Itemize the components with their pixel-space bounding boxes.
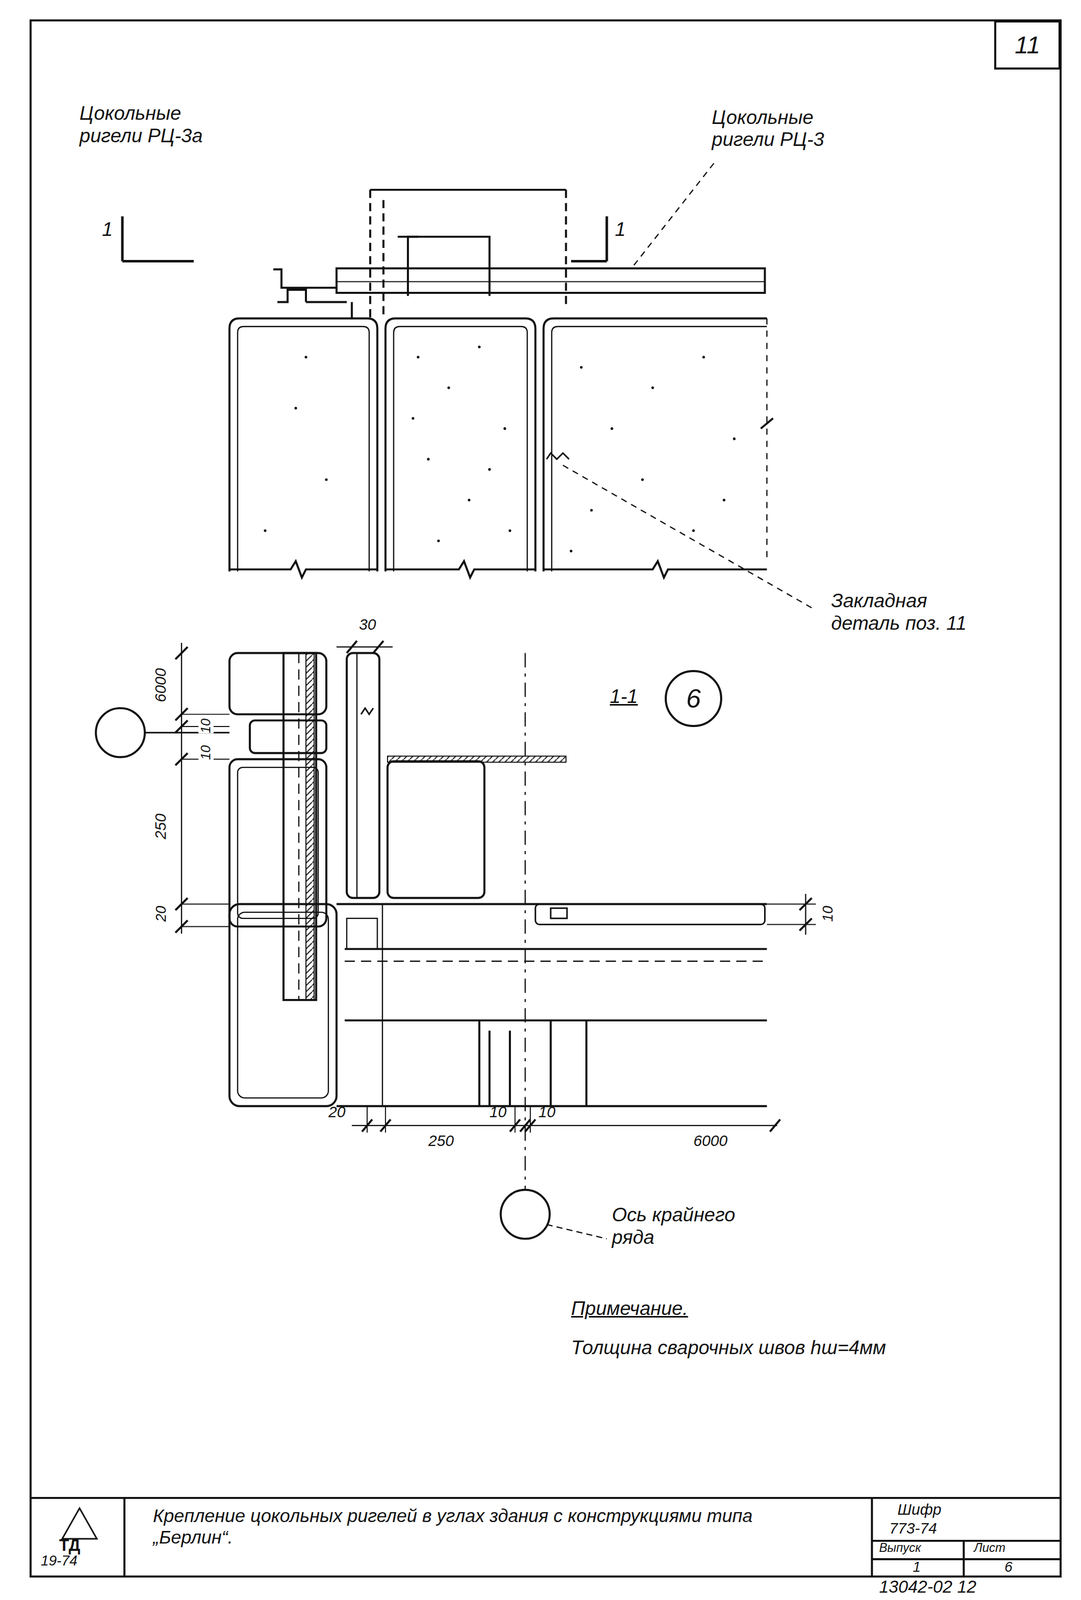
drawing-label: 10 [489, 1103, 507, 1122]
drawing-label: Крепление цокольных ригелей в углах здан… [153, 1505, 833, 1548]
node-text: 11 [1014, 30, 1041, 60]
drawing-label: 10 [538, 1103, 556, 1122]
drawing-label: Закладная деталь поз. 11 [831, 589, 998, 634]
drawing-label: 13042-02 12 [879, 1576, 977, 1597]
drawing-label: 250 [428, 1132, 454, 1151]
drawing-label: Примечание. [571, 1296, 689, 1320]
dimension-text: 10 [198, 718, 214, 734]
drawing-label: 1-1 [609, 685, 639, 708]
section-view [95, 640, 816, 1239]
drawing-label: 6 [1004, 1558, 1013, 1575]
logo-triangle [62, 1507, 97, 1539]
drawing-label: 6000 [693, 1132, 728, 1151]
drawing-label: Выпуск [879, 1540, 921, 1555]
plan-view [229, 163, 816, 610]
detail-number-circle: 6 [664, 669, 722, 727]
dimension-text: 20 [152, 905, 169, 922]
concrete-stipple [263, 345, 736, 553]
drawing-label: 19-74 [40, 1552, 78, 1569]
title-block [30, 1497, 1062, 1577]
drawing-label: Лист [973, 1540, 1006, 1555]
drawing-label: Шифр [897, 1500, 942, 1519]
dimension-text: 6000 [152, 668, 170, 703]
drawing-label: Толщина сварочных швов hш=4мм [571, 1336, 886, 1359]
drawing-label: 30 [358, 616, 377, 634]
dimension-text: 10 [820, 905, 837, 922]
node-text: 6 [686, 683, 701, 714]
page-number-box: 11 [994, 20, 1061, 70]
drawing-label: Цокольные ригели РЦ-3а [79, 101, 227, 147]
sheet-frame [30, 20, 1062, 1577]
drawing-label: Ось крайнего ряда [611, 1203, 760, 1248]
dimension-text: 10 [198, 745, 214, 760]
dimension-text: 250 [152, 813, 170, 839]
drawing-label: 20 [328, 1103, 346, 1122]
drawing-label: 1 [101, 218, 113, 241]
section-mark [122, 216, 607, 262]
drawing-label: 1 [615, 218, 627, 241]
drawing-label: 773-74 [889, 1519, 937, 1538]
drawing-label: ТД [59, 1535, 81, 1555]
drawing-label: 1 [912, 1558, 921, 1575]
drawing-label: Цокольные ригели РЦ-3 [711, 106, 860, 151]
